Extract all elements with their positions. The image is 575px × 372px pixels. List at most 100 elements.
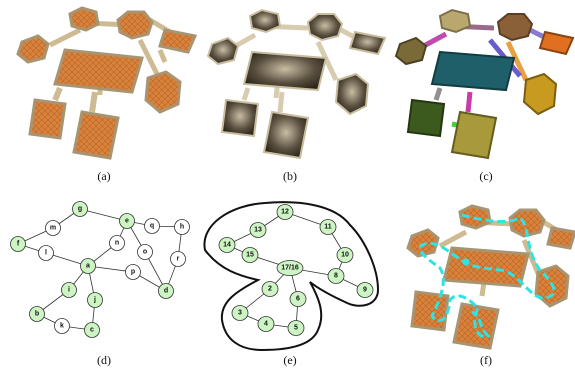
graph-node-5: 5 <box>287 320 305 336</box>
graph-node-2: 2 <box>261 281 279 297</box>
graph-node-c-label: c <box>90 327 94 334</box>
graph-node-d-label: d <box>164 288 168 295</box>
graph-node-r-label: r <box>177 256 180 263</box>
graph-node-k-label: k <box>60 323 64 330</box>
navigation-path <box>418 213 556 339</box>
graph-node-l: l <box>38 245 54 261</box>
graph-node-17-16-circle <box>276 260 304 276</box>
graph-node-q-label: q <box>150 223 154 230</box>
graph-node-a: a <box>80 258 96 274</box>
room-a5 <box>53 48 144 94</box>
graph-node-17-16-label: 17/16 <box>281 265 299 272</box>
room-f7 <box>410 290 450 332</box>
room-b3 <box>348 30 387 56</box>
room-a8 <box>72 110 120 160</box>
caption-b: (b) <box>283 169 297 183</box>
room-c7 <box>406 98 446 138</box>
graph-node-i-label: i <box>68 287 70 294</box>
graph-node-9-circle <box>356 282 374 298</box>
graph-node-13-circle <box>249 222 267 238</box>
graph-node-g-label: g <box>78 206 82 213</box>
room-c8 <box>450 110 498 160</box>
graph-node-8-circle <box>327 268 345 284</box>
room-b8 <box>262 110 310 160</box>
graph-node-p: p <box>125 264 141 280</box>
graph-node-k: k <box>54 318 70 334</box>
graph-node-r-circle <box>170 251 186 267</box>
graph-node-j: j <box>87 292 103 308</box>
graph-node-e-label: e <box>125 218 129 225</box>
graph-node-11-circle <box>319 219 337 235</box>
room-a1 <box>68 6 100 32</box>
room-b7 <box>220 98 260 138</box>
graph-node-15: 15 <box>241 247 259 263</box>
graph-node-o-label: o <box>143 249 147 256</box>
graph-node-n-circle <box>109 235 125 251</box>
room-b2 <box>306 13 344 42</box>
graph-node-d-circle <box>158 283 174 299</box>
graph-node-12-label: 12 <box>281 209 289 216</box>
path-marker <box>462 258 470 266</box>
graph-node-3-circle <box>231 305 249 321</box>
graph-node-17-16: 17/16 <box>276 260 304 276</box>
graph-node-11: 11 <box>319 219 337 235</box>
graph-node-i-circle <box>61 282 77 298</box>
graph-node-6-label: 6 <box>296 296 300 303</box>
graph-node-4-label: 4 <box>264 321 268 328</box>
graph-node-10-circle <box>336 247 354 263</box>
graph-node-j-circle <box>87 292 103 308</box>
graph-node-h-label: h <box>180 224 184 231</box>
caption-c: (c) <box>479 169 493 183</box>
room-a6 <box>144 70 182 114</box>
graph-node-g-circle <box>72 201 88 217</box>
graph-node-3-label: 3 <box>238 310 242 317</box>
graph-node-n-label: n <box>115 240 119 247</box>
region-outline <box>203 201 380 352</box>
graph-node-12-circle <box>276 204 294 220</box>
graph-node-13: 13 <box>249 222 267 238</box>
room-b6 <box>334 72 370 116</box>
graph-node-e-circle <box>119 213 135 229</box>
graph-node-6-circle <box>289 291 307 307</box>
graph-node-2-circle <box>261 281 279 297</box>
room-f4 <box>406 228 440 258</box>
graph-node-5-label: 5 <box>294 325 298 332</box>
graph-node-k-circle <box>54 318 70 334</box>
graph-node-o-circle <box>137 244 153 260</box>
room-f2 <box>508 208 546 238</box>
dungeon-panel-a <box>16 6 198 160</box>
graph-node-f-label: f <box>17 241 20 248</box>
room-c4 <box>394 36 428 66</box>
graph-node-i: i <box>61 282 77 298</box>
graph-node-14: 14 <box>218 237 236 253</box>
graph-node-f-circle <box>10 236 26 252</box>
graph-node-m-label: m <box>50 225 56 232</box>
graph-node-4-circle <box>257 316 275 332</box>
graph-node-10-label: 10 <box>341 252 349 259</box>
graph-node-h: h <box>174 219 190 235</box>
graph-node-3: 3 <box>231 305 249 321</box>
graph-node-d: d <box>158 283 174 299</box>
graph-node-c-circle <box>84 322 100 338</box>
room-c1 <box>438 8 472 34</box>
graph-node-12: 12 <box>276 204 294 220</box>
graph-node-r: r <box>170 251 186 267</box>
room-a4 <box>16 34 50 64</box>
graph-node-11-label: 11 <box>324 224 332 231</box>
caption-e: (e) <box>283 353 297 367</box>
room-f3 <box>546 226 575 250</box>
room-c5 <box>430 50 516 92</box>
graph-node-n: n <box>109 235 125 251</box>
graph-node-9: 9 <box>356 282 374 298</box>
graph-node-2-label: 2 <box>268 286 272 293</box>
graph-node-13-label: 13 <box>254 227 262 234</box>
graph-node-l-label: l <box>45 250 47 257</box>
graph-node-p-circle <box>125 264 141 280</box>
graph-node-o: o <box>137 244 153 260</box>
dungeon-panel-b <box>206 8 387 160</box>
